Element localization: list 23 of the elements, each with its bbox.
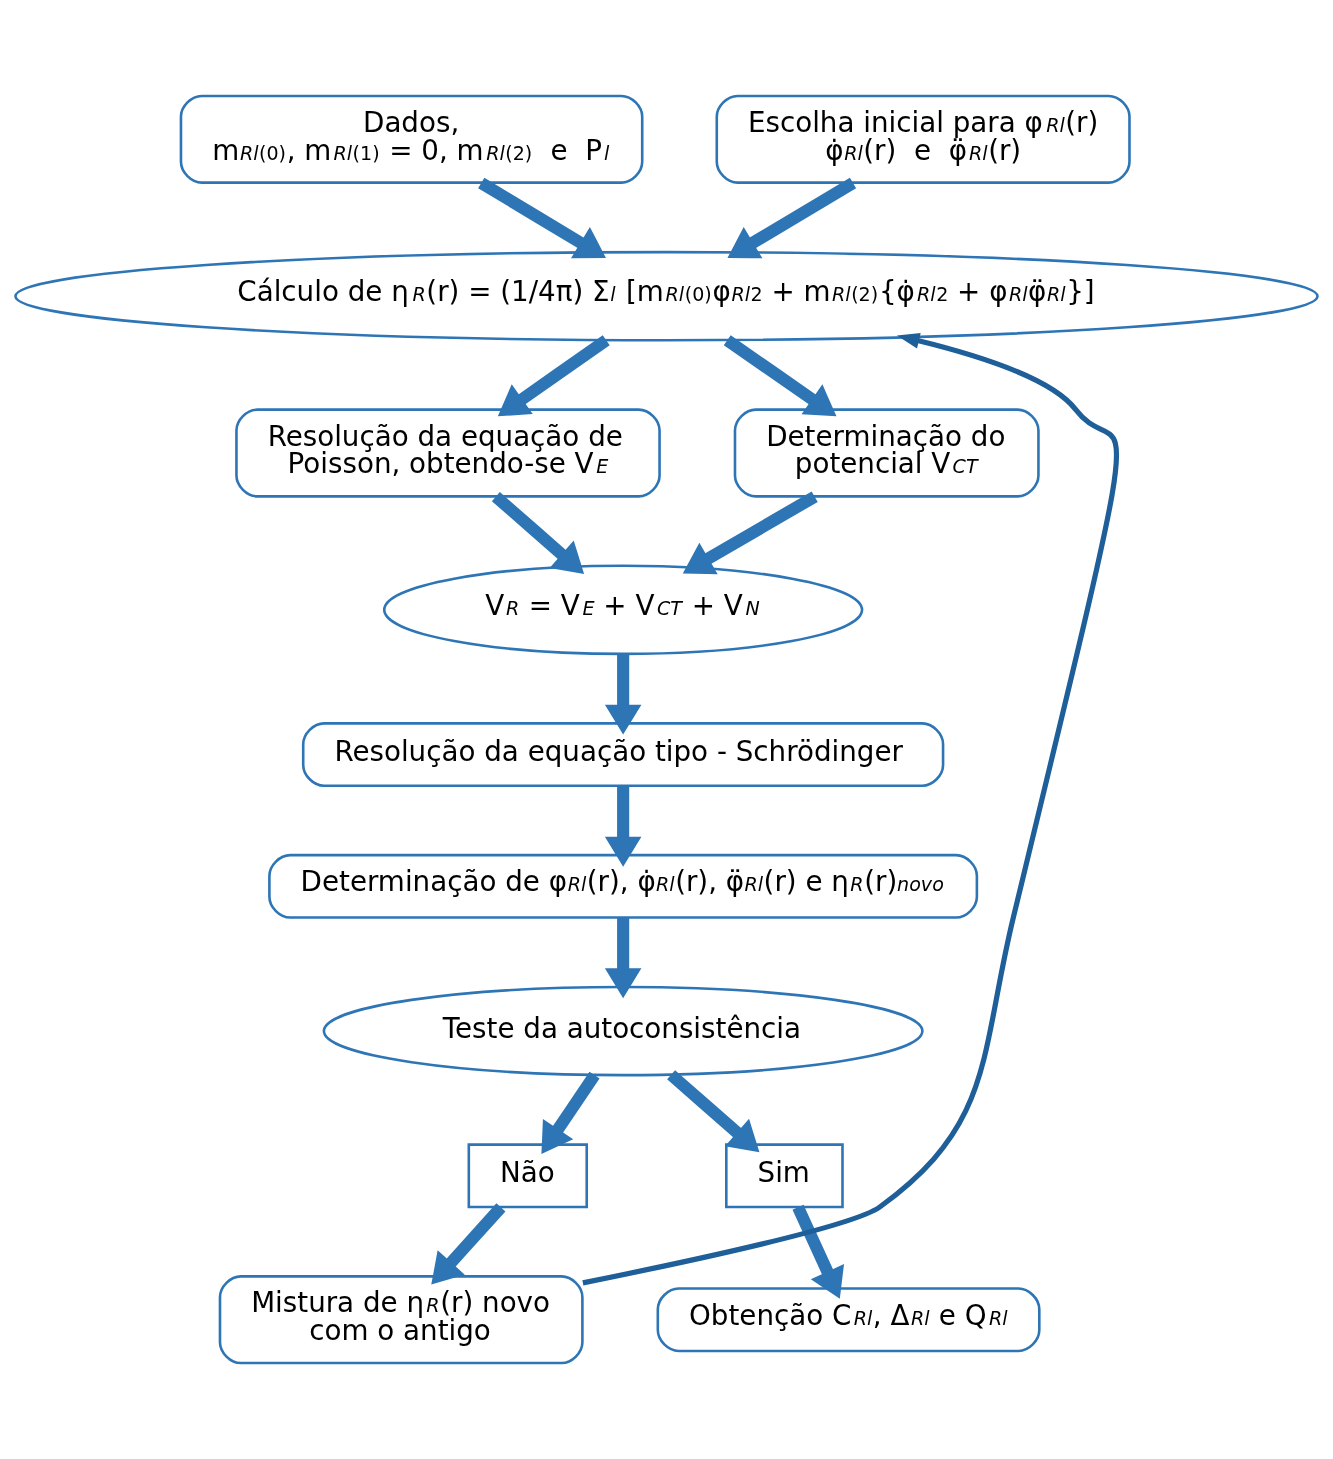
arrow (541, 1071, 600, 1154)
node-box: Obtenção CRl, ΔRl e QRl (656, 1287, 1041, 1353)
arrow (478, 177, 606, 259)
node-ellipse: VR = VE + VCT + VN (382, 564, 864, 656)
node-box: Determinação do potencial VCT (733, 408, 1040, 498)
arrow (727, 177, 857, 259)
node-box: Resolução da equação tipo - Schrödinger (301, 722, 945, 788)
node-box: Resolução da equação de Poisson, obtendo-se VE (235, 408, 661, 498)
arrow (792, 1204, 845, 1299)
arrow (582, 333, 1119, 1286)
node-ellipse: Teste da autoconsistência (322, 985, 924, 1077)
arrow (604, 654, 642, 735)
arrow (491, 492, 585, 574)
arrow (604, 918, 642, 999)
arrow (682, 491, 818, 575)
arrow (723, 335, 837, 417)
arrow (431, 1203, 506, 1285)
node-box: Determinação de φRl(r), φ̇Rl(r), φ̈Rl(r) e ηR(r)novo (268, 853, 979, 919)
arrow (497, 335, 610, 417)
arrow (604, 786, 642, 867)
node-box: Não (467, 1143, 589, 1209)
node-box: Sim (725, 1143, 844, 1209)
arrow (667, 1070, 760, 1153)
